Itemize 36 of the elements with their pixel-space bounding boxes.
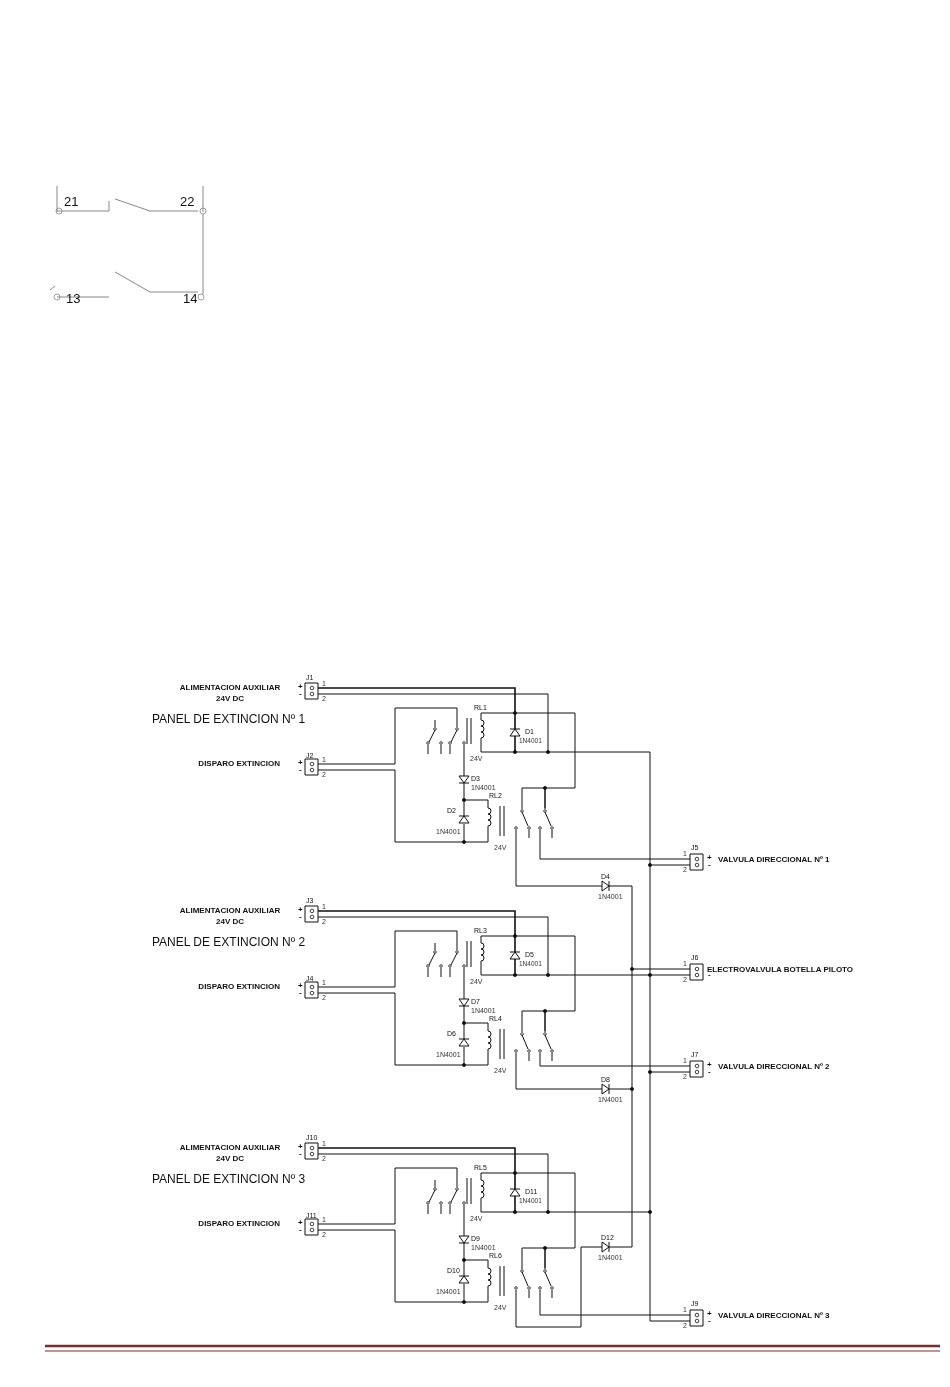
polarity-sign: - xyxy=(708,1068,711,1076)
polarity-sign: - xyxy=(299,690,302,698)
polarity-sign: - xyxy=(708,1317,711,1325)
input-label: ALIMENTACION AUXILIAR 24V DC xyxy=(178,905,282,928)
polarity-sign: - xyxy=(708,971,711,979)
polarity-sign: + xyxy=(707,1061,712,1069)
polarity-sign: - xyxy=(299,1226,302,1234)
polarity-sign: + xyxy=(298,683,303,691)
polarity-sign: + xyxy=(298,906,303,914)
polarity-sign: + xyxy=(298,982,303,990)
output-label: VALVULA DIRECCIONAL Nº 1 xyxy=(718,856,830,864)
polarity-sign: + xyxy=(298,759,303,767)
polarity-sign: - xyxy=(299,1150,302,1158)
panel-heading: PANEL DE EXTINCION Nº 1 xyxy=(152,713,306,725)
input-label: DISPARO EXTINCION xyxy=(198,983,280,991)
polarity-sign: + xyxy=(298,1219,303,1227)
polarity-sign: - xyxy=(299,766,302,774)
terminal-number: 22 xyxy=(180,195,195,208)
polarity-sign: + xyxy=(298,1143,303,1151)
output-label: ELECTROVALVULA BOTELLA PILOTO xyxy=(707,966,854,974)
panel-heading: PANEL DE EXTINCION Nº 3 xyxy=(152,1173,306,1185)
input-label: DISPARO EXTINCION xyxy=(198,760,280,768)
input-label: ALIMENTACION AUXILIAR 24V DC xyxy=(178,1142,282,1165)
polarity-sign: - xyxy=(299,913,302,921)
polarity-sign: - xyxy=(708,861,711,869)
output-label: VALVULA DIRECCIONAL Nº 2 xyxy=(718,1063,830,1071)
polarity-sign: - xyxy=(299,989,302,997)
panel-heading: PANEL DE EXTINCION Nº 2 xyxy=(152,936,306,948)
output-label: VALVULA DIRECCIONAL Nº 3 xyxy=(718,1312,830,1320)
polarity-sign: + xyxy=(707,1310,712,1318)
input-label: DISPARO EXTINCION xyxy=(198,1220,280,1228)
terminal-number: 21 xyxy=(64,195,79,208)
input-label: ALIMENTACION AUXILIAR 24V DC xyxy=(178,682,282,705)
terminal-number: 14 xyxy=(183,292,198,305)
polarity-sign: + xyxy=(707,854,712,862)
terminal-number: 13 xyxy=(66,292,81,305)
